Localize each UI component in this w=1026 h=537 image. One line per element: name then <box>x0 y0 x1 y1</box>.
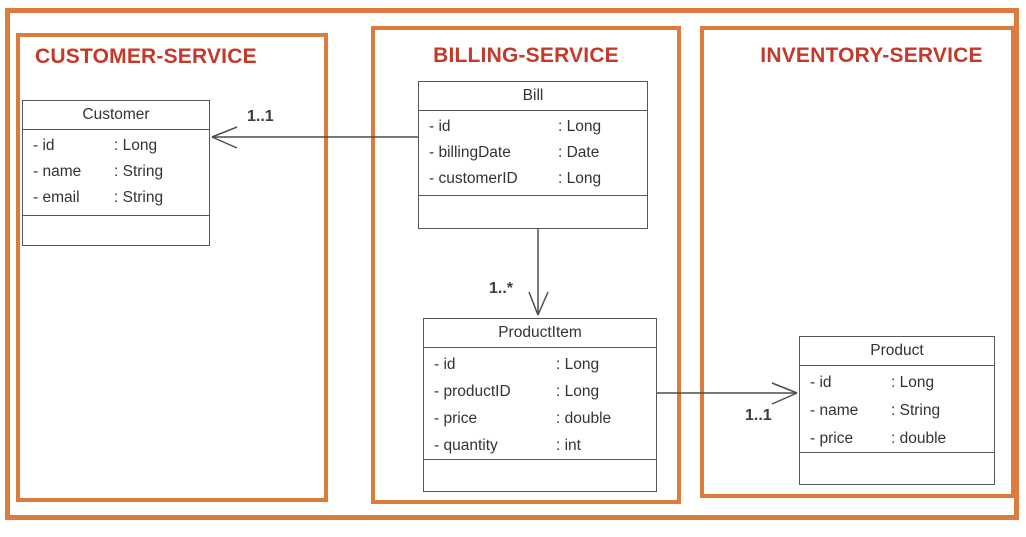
attribute-row: - name : String <box>23 159 209 185</box>
service-panel-billing: BILLING-SERVICE <box>371 26 681 504</box>
attribute-name: - price <box>434 410 478 427</box>
service-panel-inventory: INVENTORY-SERVICE <box>700 26 1015 498</box>
class-name-productitem: ProductItem <box>424 319 656 348</box>
attribute-row: - price : double <box>800 425 994 453</box>
attribute-type: : Long <box>891 374 935 391</box>
class-box-product: Product - id : Long - name : String - pr… <box>799 336 995 485</box>
class-name-product: Product <box>800 337 994 366</box>
attribute-name: - name <box>33 163 82 180</box>
service-title-billing: BILLING-SERVICE <box>433 44 619 67</box>
attribute-type: : double <box>556 410 612 427</box>
class-name-bill: Bill <box>419 82 647 111</box>
attribute-row: - billingDate : Date <box>419 140 647 166</box>
service-title-customer: CUSTOMER-SERVICE <box>35 45 257 68</box>
attribute-name: - email <box>33 189 80 206</box>
multiplicity-bill-customer: 1..1 <box>247 108 274 125</box>
attribute-row: - price : double <box>424 405 656 432</box>
operations-compartment-empty <box>800 453 994 484</box>
attribute-type: : String <box>114 163 164 180</box>
attributes-compartment: - id : Long - billingDate : Date - custo… <box>419 111 647 196</box>
operations-compartment-empty <box>419 196 647 228</box>
attribute-type: : Long <box>558 118 602 135</box>
attribute-type: : Long <box>114 137 158 154</box>
attribute-type: : String <box>114 189 164 206</box>
attribute-type: : String <box>891 402 941 419</box>
attribute-name: - customerID <box>429 170 518 187</box>
attribute-name: - billingDate <box>429 144 511 161</box>
attribute-type: : Date <box>558 144 600 161</box>
attribute-row: - id : Long <box>23 133 209 159</box>
attribute-row: - id : Long <box>424 351 656 378</box>
attribute-name: - name <box>810 402 859 419</box>
attribute-row: - email : String <box>23 185 209 211</box>
attributes-compartment: - id : Long - name : String - price : do… <box>800 366 994 453</box>
attribute-row: - customerID : Long <box>419 166 647 192</box>
attribute-name: - id <box>434 356 456 373</box>
attribute-name: - id <box>429 118 451 135</box>
attribute-row: - id : Long <box>419 114 647 140</box>
attributes-compartment: - id : Long - name : String - email : St… <box>23 130 209 216</box>
attribute-row: - quantity : int <box>424 432 656 459</box>
attribute-type: : int <box>556 437 581 454</box>
attribute-name: - id <box>33 137 55 154</box>
attribute-type: : Long <box>558 170 602 187</box>
attributes-compartment: - id : Long - productID : Long - price :… <box>424 348 656 460</box>
operations-compartment-empty <box>23 216 209 245</box>
attribute-name: - quantity <box>434 437 498 454</box>
attribute-row: - id : Long <box>800 369 994 397</box>
service-panel-customer: CUSTOMER-SERVICE <box>16 33 328 502</box>
attribute-name: - price <box>810 430 854 447</box>
attribute-name: - productID <box>434 383 511 400</box>
class-box-customer: Customer - id : Long - name : String - e… <box>22 100 210 246</box>
attribute-name: - id <box>810 374 832 391</box>
service-title-inventory: INVENTORY-SERVICE <box>760 44 983 67</box>
attribute-row: - name : String <box>800 397 994 425</box>
operations-compartment-empty <box>424 460 656 491</box>
attribute-type: : Long <box>556 356 600 373</box>
attribute-row: - productID : Long <box>424 378 656 405</box>
class-box-bill: Bill - id : Long - billingDate : Date - … <box>418 81 648 229</box>
multiplicity-bill-productitem: 1..* <box>489 280 514 297</box>
class-name-customer: Customer <box>23 101 209 130</box>
attribute-type: : Long <box>556 383 600 400</box>
class-box-productitem: ProductItem - id : Long - productID : Lo… <box>423 318 657 492</box>
attribute-type: : double <box>891 430 947 447</box>
system-boundary-frame <box>5 8 1019 520</box>
multiplicity-productitem-product: 1..1 <box>745 407 772 424</box>
